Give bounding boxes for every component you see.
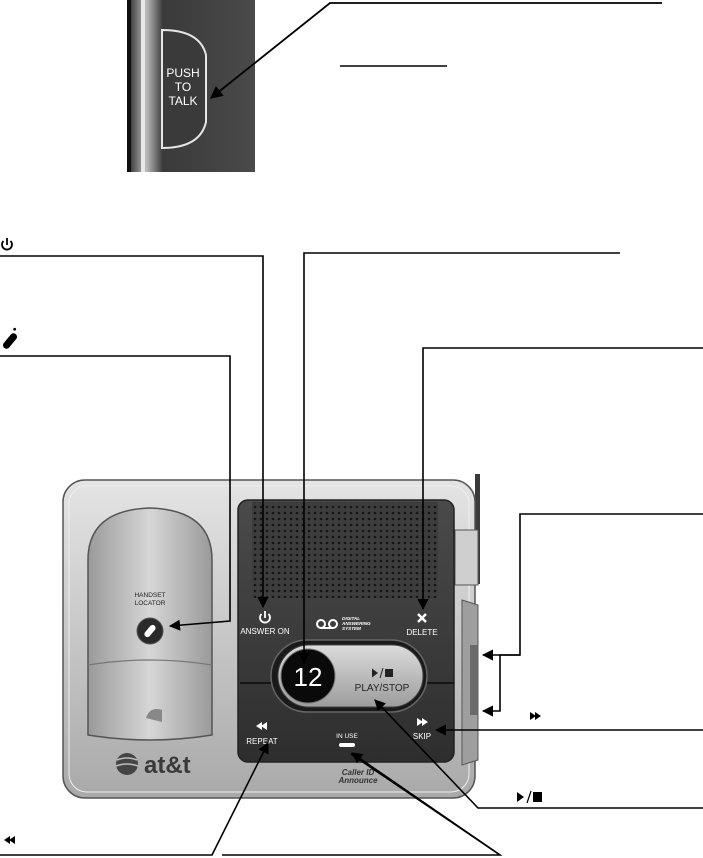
in-use-label: IN USE xyxy=(336,733,358,740)
skip-button-icon xyxy=(417,718,428,726)
repeat-label: REPEAT xyxy=(246,737,278,746)
leader-handset-locator xyxy=(0,355,231,631)
handset-side-view: PUSH TO TALK xyxy=(127,0,255,172)
leader-in-use-right xyxy=(350,753,501,856)
skip-button[interactable]: SKIP xyxy=(413,718,431,741)
das-text-line3: SYSTEM xyxy=(342,626,361,631)
handset-locator-button[interactable] xyxy=(136,617,164,645)
caller-id-label-line2: Announce xyxy=(337,776,378,785)
das-text-line2: ANSWERING xyxy=(341,621,371,626)
delete-label: DELETE xyxy=(406,628,437,637)
leader-delete xyxy=(417,347,703,611)
leader-answer-on xyxy=(0,255,269,609)
fast-forward-icon xyxy=(530,712,541,720)
leader-repeat xyxy=(0,741,269,856)
leader-das xyxy=(298,252,620,665)
att-logo: at&t xyxy=(115,752,191,779)
answer-on-label: ANSWER ON xyxy=(240,627,290,636)
brand-wordmark: at&t xyxy=(144,752,191,779)
leader-lines xyxy=(0,252,703,856)
leader-volume-lower xyxy=(481,654,520,717)
power-button-icon xyxy=(259,611,271,624)
repeat-button-icon xyxy=(256,722,267,730)
play-stop-label: PLAY/STOP xyxy=(355,683,410,694)
delete-button[interactable]: DELETE xyxy=(406,613,438,637)
in-use-light xyxy=(339,743,355,747)
ptt-label-line1: PUSH xyxy=(166,66,199,80)
delete-icon xyxy=(417,613,427,623)
repeat-button[interactable]: REPEAT xyxy=(246,722,278,746)
phone-handset-icon xyxy=(2,327,18,349)
play-stop-icon xyxy=(517,790,542,804)
skip-label: SKIP xyxy=(413,732,431,741)
ptt-leader-line xyxy=(210,2,662,99)
in-use-indicator: IN USE xyxy=(336,733,358,747)
voicemail-icon xyxy=(316,619,338,629)
leader-volume-upper xyxy=(481,513,703,661)
handset-locator-label-line1: HANDSET xyxy=(134,592,165,599)
play-stop-button-icon xyxy=(372,667,393,679)
rewind-icon xyxy=(4,836,15,844)
push-to-talk-button[interactable] xyxy=(161,28,207,150)
ptt-label-line2: TO xyxy=(175,80,191,94)
message-counter-display: 12 xyxy=(280,648,336,704)
das-logo: DIGITAL ANSWERING SYSTEM xyxy=(316,616,371,631)
ptt-label-line3: TALK xyxy=(168,94,197,108)
handset-locator-icon xyxy=(144,624,156,638)
handset-locator-label-line2: LOCATOR xyxy=(135,600,166,607)
answer-on-button[interactable]: ANSWER ON xyxy=(240,611,290,636)
das-text-line1: DIGITAL xyxy=(342,616,360,621)
caller-id-label-line1: Caller ID xyxy=(342,768,375,777)
message-counter-digits: 12 xyxy=(294,662,323,692)
leader-play-stop xyxy=(374,699,703,809)
antenna xyxy=(475,474,480,584)
speaker-grille xyxy=(252,502,438,598)
power-icon xyxy=(1,238,13,251)
